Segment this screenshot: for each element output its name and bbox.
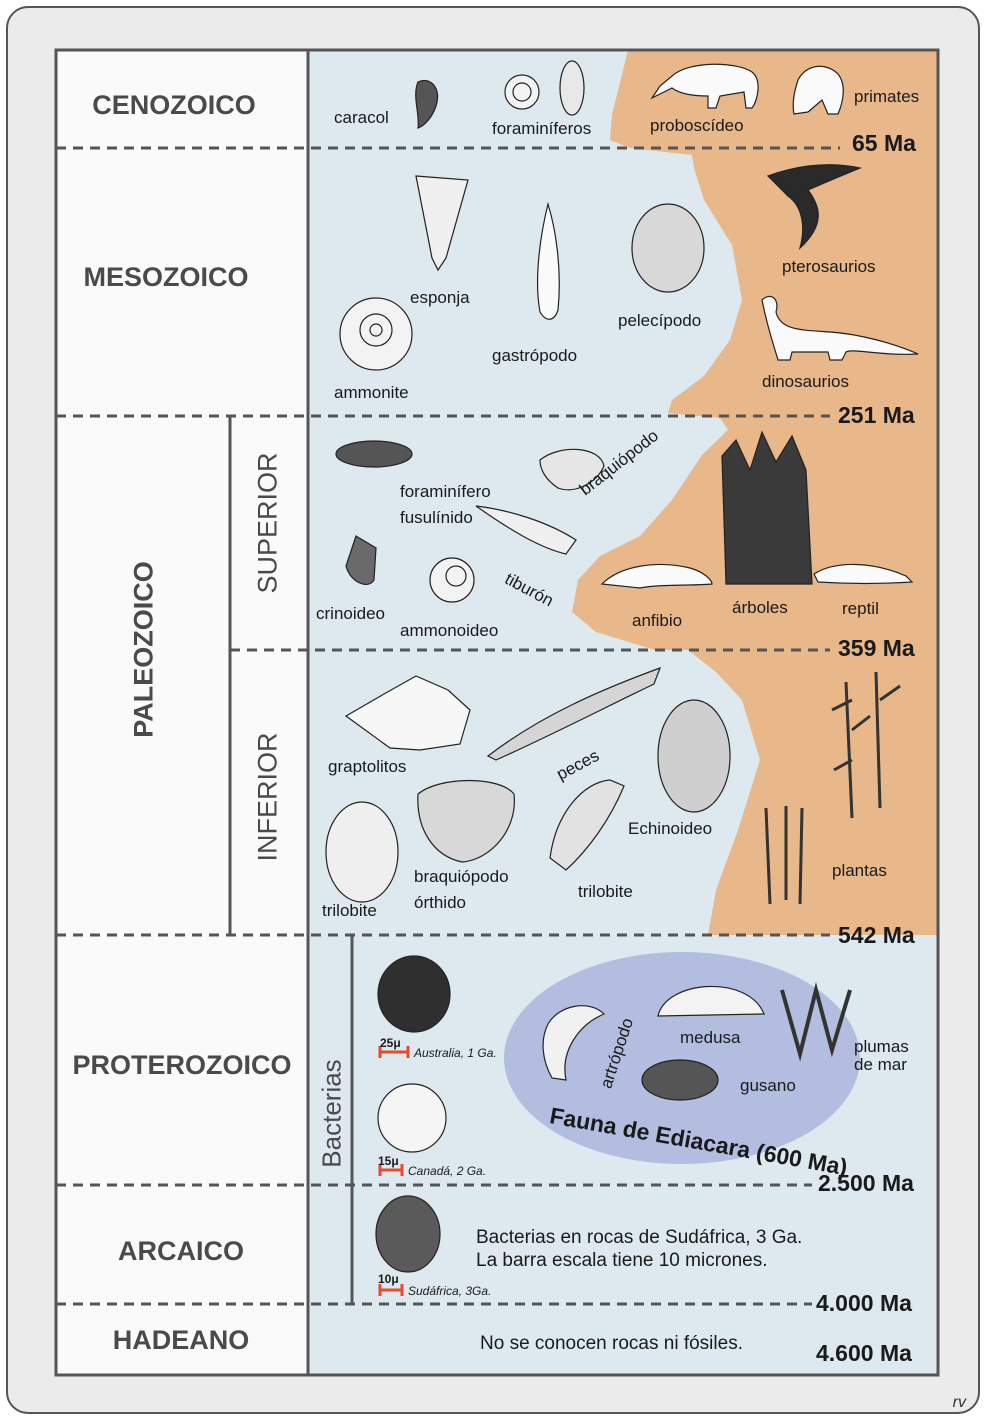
label-gusano: gusano bbox=[740, 1076, 796, 1096]
gusano-icon bbox=[642, 1060, 718, 1100]
label-de-mar: de mar bbox=[854, 1055, 907, 1075]
age-4000: 4.000 Ma bbox=[816, 1290, 912, 1317]
label-graptolitos: graptolitos bbox=[328, 757, 406, 777]
foraminifero-elongate-icon bbox=[560, 61, 584, 115]
label-pelecipodo: pelecípodo bbox=[618, 311, 701, 331]
age-4600: 4.600 Ma bbox=[816, 1340, 912, 1367]
scale-label-sudafrica: 10μ bbox=[378, 1272, 399, 1286]
label-esponja: esponja bbox=[410, 288, 470, 308]
label-trilobite-a: trilobite bbox=[322, 901, 377, 921]
label-arboles: árboles bbox=[732, 598, 788, 618]
age-359: 359 Ma bbox=[838, 635, 915, 662]
label-reptil: reptil bbox=[842, 599, 879, 619]
fusulinido-icon bbox=[336, 441, 412, 467]
bacteria-canada-icon bbox=[378, 1084, 446, 1152]
label-crinoideo: crinoideo bbox=[316, 604, 385, 624]
caption-canada: Canadá, 2 Ga. bbox=[408, 1164, 486, 1178]
scale-label-australia: 25μ bbox=[380, 1036, 401, 1050]
age-65: 65 Ma bbox=[852, 130, 916, 157]
bacteria-australia-icon bbox=[378, 956, 450, 1032]
era-arcaico: ARCAICO bbox=[56, 1236, 306, 1267]
ammonite-icon bbox=[340, 298, 412, 370]
scale-label-canada: 15μ bbox=[378, 1154, 399, 1168]
label-caracol: caracol bbox=[334, 108, 389, 128]
label-foraminiferos: foraminíferos bbox=[492, 119, 591, 139]
era-label-column bbox=[56, 50, 308, 1375]
label-ammonite: ammonite bbox=[334, 383, 409, 403]
label-fusulinido: fusulínido bbox=[400, 508, 473, 528]
arboles-icon bbox=[722, 432, 812, 584]
label-pterosaurios: pterosaurios bbox=[782, 257, 876, 277]
label-foraminifero: foraminífero bbox=[400, 482, 491, 502]
era-cenozoico: CENOZOICO bbox=[56, 90, 292, 121]
label-braquiopodo-orthido-2: órthido bbox=[414, 893, 466, 913]
pelecipodo-icon bbox=[632, 204, 704, 292]
label-braquiopodo-orthido-1: braquiópodo bbox=[414, 867, 509, 887]
echinoideo-icon bbox=[658, 700, 730, 812]
hadeano-note: No se conocen rocas ni fósiles. bbox=[480, 1332, 743, 1355]
label-medusa: medusa bbox=[680, 1028, 740, 1048]
label-primates: primates bbox=[854, 87, 919, 107]
arcaico-note-line2: La barra escala tiene 10 micrones. bbox=[476, 1249, 768, 1272]
age-542: 542 Ma bbox=[838, 922, 915, 949]
caption-sudafrica: Sudáfrica, 3Ga. bbox=[408, 1284, 491, 1298]
label-plantas: plantas bbox=[832, 861, 887, 881]
label-ammonoideo: ammonoideo bbox=[400, 621, 498, 641]
trilobite-icon-a bbox=[326, 802, 398, 902]
label-bacterias: Bacterias bbox=[317, 1054, 348, 1174]
arcaico-note-line1: Bacterias en rocas de Sudáfrica, 3 Ga. bbox=[476, 1226, 802, 1249]
bacteria-sudafrica-icon bbox=[376, 1196, 440, 1272]
label-dinosaurios: dinosaurios bbox=[762, 372, 849, 392]
period-superior: SUPERIOR bbox=[253, 474, 284, 594]
label-gastropodo: gastrópodo bbox=[492, 346, 577, 366]
age-251: 251 Ma bbox=[838, 402, 915, 429]
foraminifero-spiral-icon bbox=[505, 75, 539, 109]
label-plumas: plumas bbox=[854, 1037, 909, 1057]
author-signature: rv bbox=[953, 1394, 966, 1412]
period-inferior: INFERIOR bbox=[253, 742, 284, 862]
label-trilobite-b: trilobite bbox=[578, 882, 633, 902]
caption-australia: Australia, 1 Ga. bbox=[414, 1046, 497, 1060]
label-echinoideo: Echinoideo bbox=[628, 819, 712, 839]
ammonoideo-icon bbox=[430, 558, 474, 602]
era-proterozoico: PROTEROZOICO bbox=[56, 1050, 308, 1081]
era-hadeano: HADEANO bbox=[56, 1325, 306, 1356]
era-mesozoico: MESOZOICO bbox=[56, 262, 276, 293]
label-anfibio: anfibio bbox=[632, 611, 682, 631]
era-paleozoico: PALEOZOICO bbox=[129, 550, 160, 750]
label-proboscideo: proboscídeo bbox=[650, 116, 744, 136]
